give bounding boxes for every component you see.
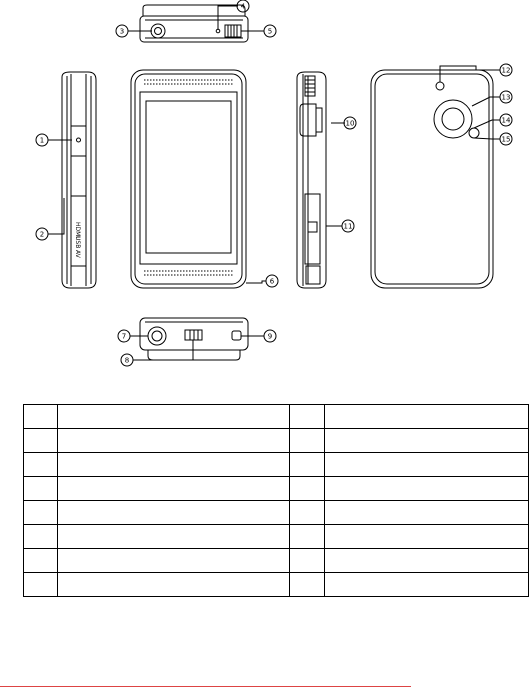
part-description-cell xyxy=(57,404,290,429)
hdmi-port-label: HDMI xyxy=(74,222,81,238)
callout-4: 4 xyxy=(236,0,250,13)
usb-port-label: USB xyxy=(74,236,81,248)
part-number-cell xyxy=(23,452,58,477)
table-row xyxy=(23,428,529,453)
part-description-cell xyxy=(324,524,529,549)
part-number-cell xyxy=(289,428,325,453)
callout-8: 8 xyxy=(120,353,134,367)
svg-text:15: 15 xyxy=(502,136,511,144)
part-number-cell xyxy=(289,572,325,597)
part-number-cell xyxy=(289,548,325,573)
part-description-cell xyxy=(57,572,290,597)
svg-text:4: 4 xyxy=(241,3,246,11)
part-number-cell xyxy=(289,476,325,501)
leader-lines xyxy=(48,5,500,361)
table-row xyxy=(23,572,529,597)
part-description-cell xyxy=(324,452,529,477)
callout-3: 3 xyxy=(115,24,129,38)
callout-1: 1 xyxy=(35,133,49,147)
svg-text:14: 14 xyxy=(502,117,511,125)
svg-text:8: 8 xyxy=(125,357,129,365)
svg-text:11: 11 xyxy=(344,223,353,231)
callout-11: 11 xyxy=(341,219,355,233)
part-description-cell xyxy=(57,476,290,501)
svg-text:3: 3 xyxy=(120,28,124,36)
callout-14: 14 xyxy=(499,113,513,127)
part-number-cell xyxy=(289,500,325,525)
part-description-cell xyxy=(324,476,529,501)
table-row xyxy=(23,452,529,477)
front-view xyxy=(130,69,247,289)
svg-text:10: 10 xyxy=(346,120,355,128)
part-description-cell xyxy=(57,500,290,525)
device-diagram: HDMI USB AV xyxy=(35,0,513,367)
av-port-label: AV xyxy=(74,250,81,259)
table-row xyxy=(23,500,529,525)
svg-text:6: 6 xyxy=(270,278,275,286)
footer-rule xyxy=(0,686,411,687)
part-description-cell xyxy=(57,524,290,549)
part-number-cell xyxy=(23,500,58,525)
part-description-cell xyxy=(324,572,529,597)
svg-text:1: 1 xyxy=(40,137,44,145)
part-number-cell xyxy=(289,524,325,549)
callout-5: 5 xyxy=(263,24,277,38)
table-row xyxy=(23,524,529,549)
callout-15: 15 xyxy=(499,132,513,146)
table-row xyxy=(23,548,529,573)
table-row xyxy=(23,404,529,429)
callout-10: 10 xyxy=(343,116,357,130)
part-number-cell xyxy=(23,548,58,573)
svg-text:9: 9 xyxy=(268,333,272,341)
back-view xyxy=(370,69,494,289)
part-description-cell xyxy=(324,428,529,453)
callout-9: 9 xyxy=(263,329,277,343)
part-number-cell xyxy=(289,452,325,477)
part-description-cell xyxy=(57,548,290,573)
callout-7: 7 xyxy=(117,329,131,343)
part-description-cell xyxy=(324,500,529,525)
part-description-cell xyxy=(57,452,290,477)
svg-text:5: 5 xyxy=(268,28,272,36)
part-number-cell xyxy=(23,428,58,453)
part-number-cell xyxy=(289,404,325,429)
device-diagram-svg: HDMI USB AV xyxy=(35,0,513,367)
part-description-cell xyxy=(57,428,290,453)
part-description-cell xyxy=(324,548,529,573)
callout-2: 2 xyxy=(35,227,49,241)
parts-table xyxy=(23,404,529,597)
bottom-edge-view xyxy=(139,317,249,361)
left-side-view: HDMI USB AV xyxy=(61,71,97,289)
callout-13: 13 xyxy=(499,90,513,104)
svg-text:7: 7 xyxy=(122,333,126,341)
part-number-cell xyxy=(23,476,58,501)
part-description-cell xyxy=(324,404,529,429)
top-edge-view xyxy=(139,4,249,43)
table-row xyxy=(23,476,529,501)
part-number-cell xyxy=(23,524,58,549)
callouts: 1 2 3 4 5 6 7 8 xyxy=(35,0,513,367)
callout-6: 6 xyxy=(265,274,279,288)
part-number-cell xyxy=(23,572,58,597)
svg-text:2: 2 xyxy=(40,231,44,239)
right-side-view xyxy=(296,71,327,289)
callout-12: 12 xyxy=(499,63,513,77)
svg-text:12: 12 xyxy=(502,67,511,75)
svg-text:13: 13 xyxy=(502,94,511,102)
part-number-cell xyxy=(23,404,58,429)
